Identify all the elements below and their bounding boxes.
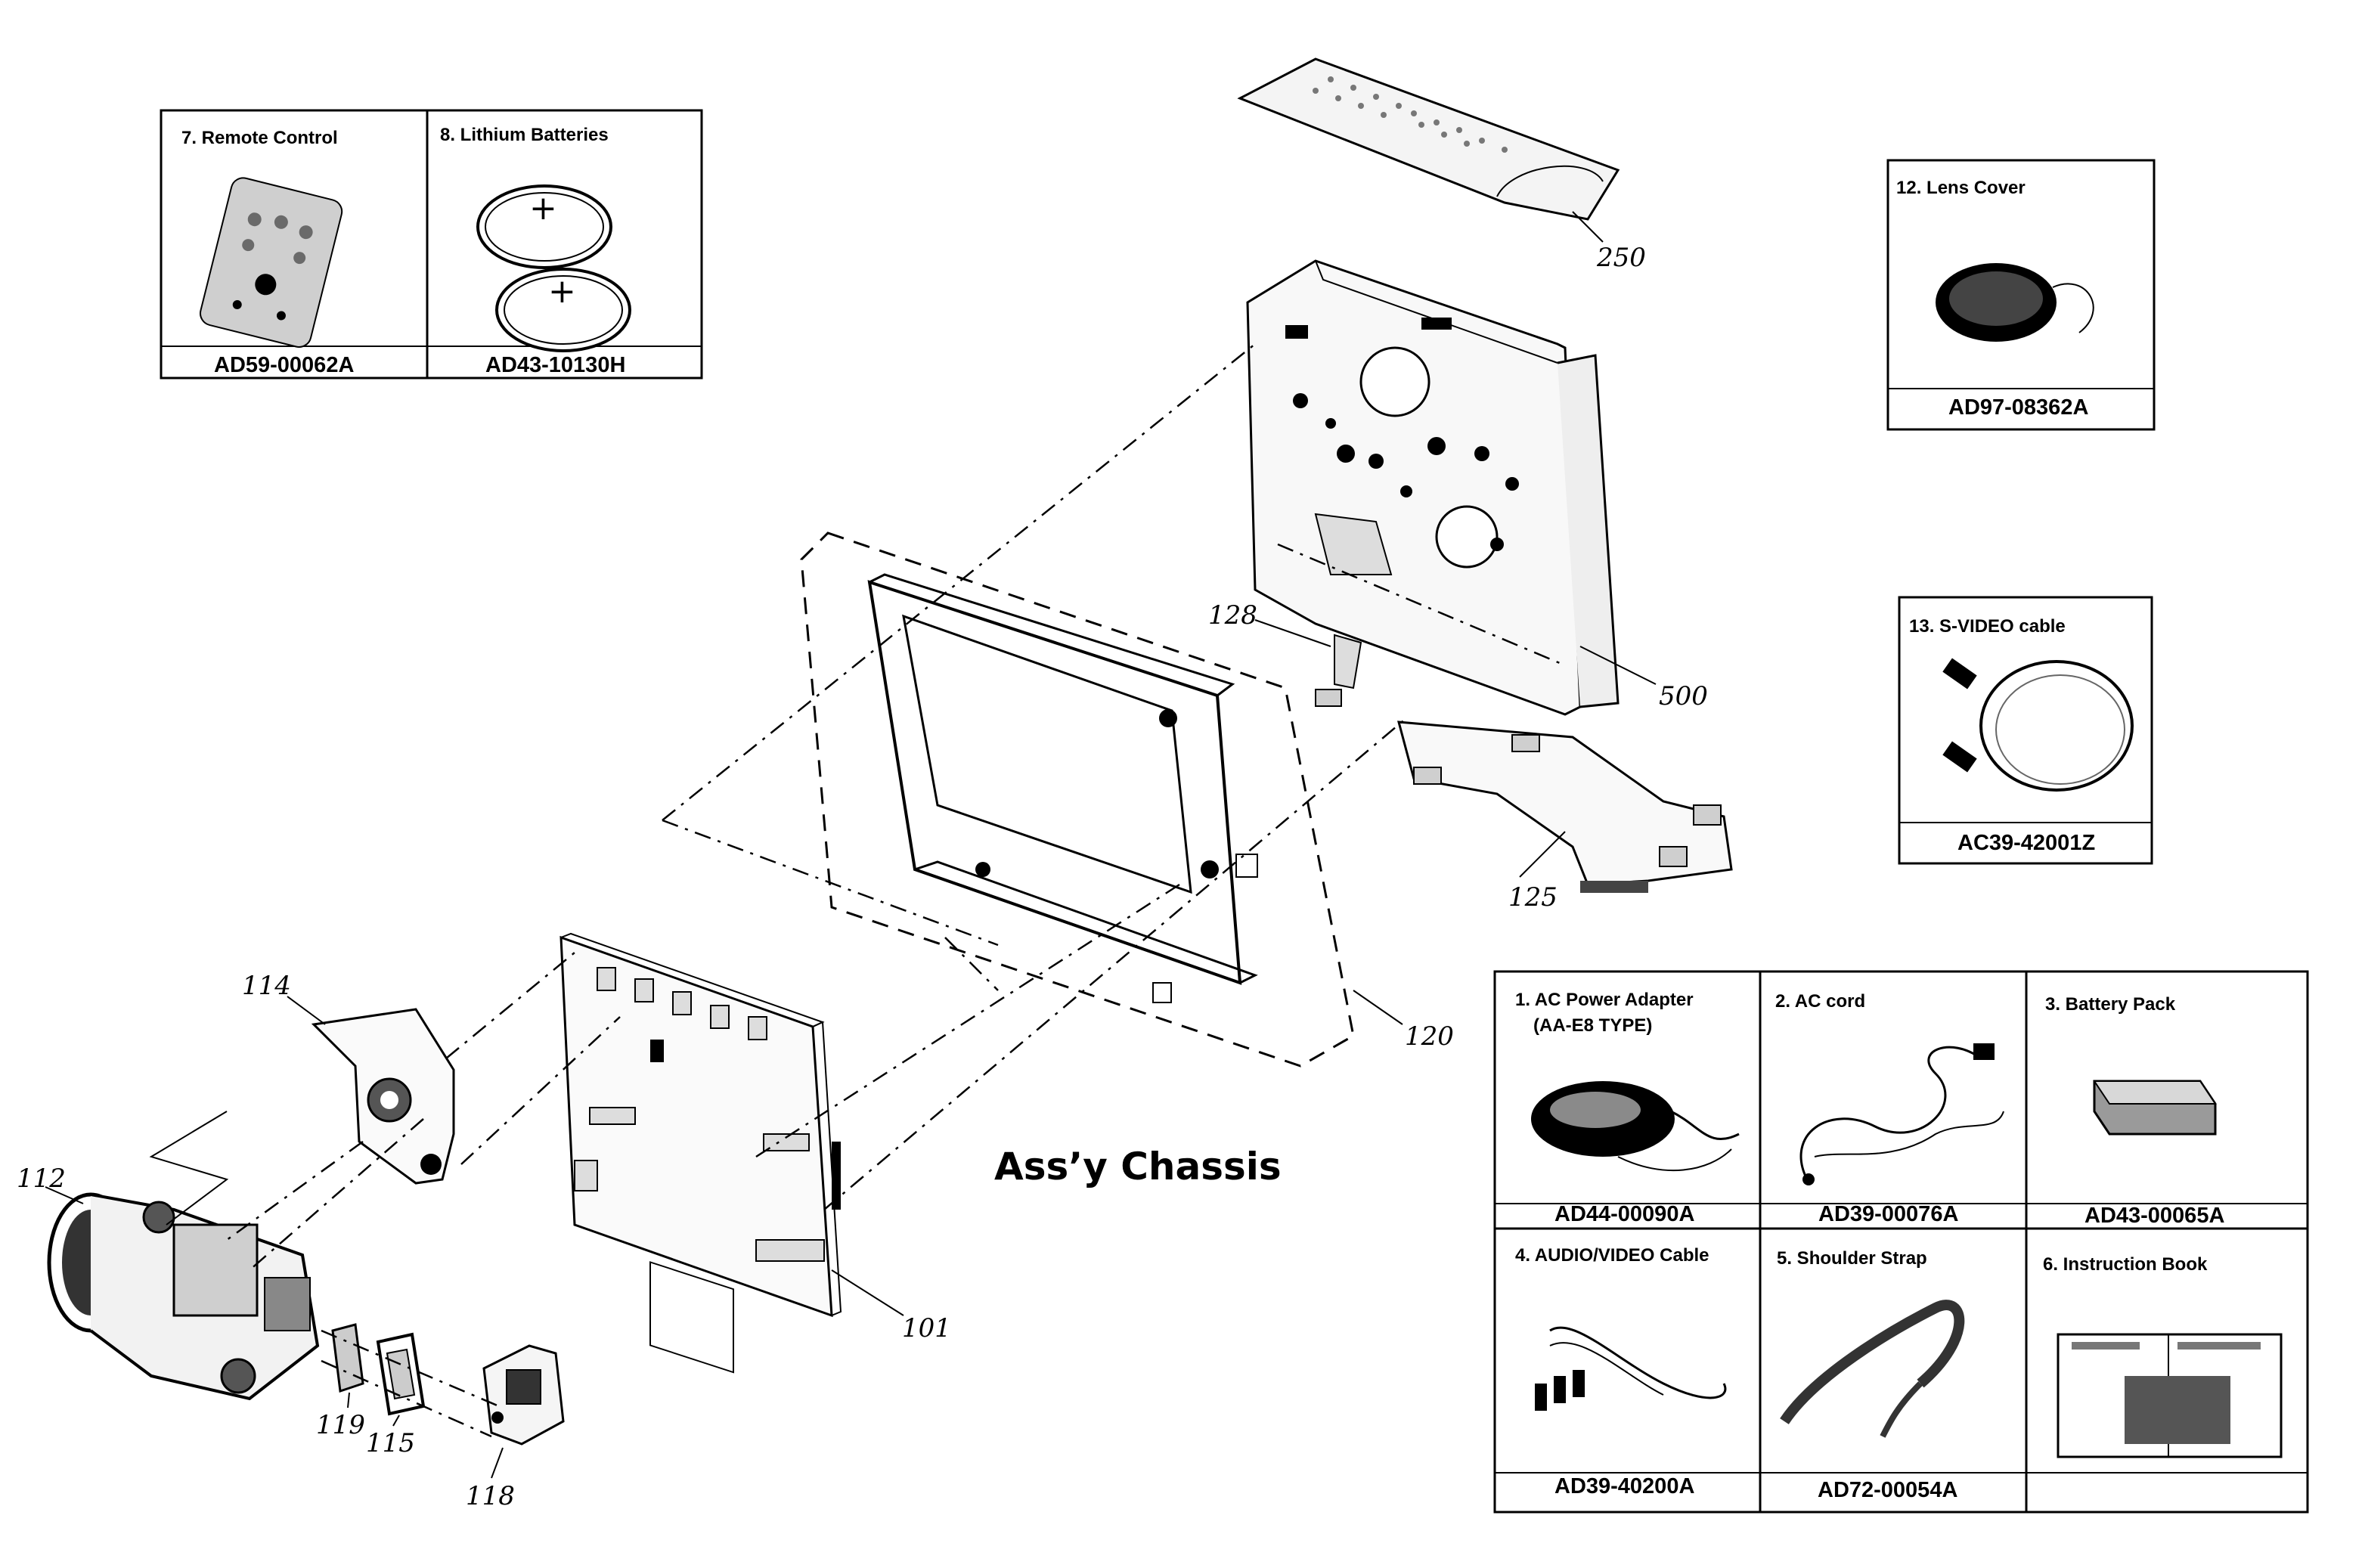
accessory-box-ac-cord: 2. AC cord AD39-00076A — [1775, 991, 2004, 1226]
box-title: 4. AUDIO/VIDEO Cable — [1515, 1245, 1709, 1266]
box-code: AC39-42001Z — [1957, 831, 2095, 855]
lithium-battery-icon: + + — [476, 184, 631, 352]
part-115-filter-holder: 115 — [366, 1332, 426, 1458]
box-code: AD72-00054A — [1818, 1478, 1957, 1502]
part-112-lens-assembly: 112 — [17, 1164, 320, 1401]
callout-119: 119 — [316, 1410, 365, 1440]
part-119-filter: 119 — [316, 1323, 365, 1440]
callout-114: 114 — [242, 971, 291, 1001]
svideo-cable-icon — [1942, 658, 2134, 792]
assembly-guide-lines — [149, 343, 1566, 1438]
part-128-flex-cable: 128 — [1208, 600, 1362, 707]
ac-adapter-icon — [1531, 1081, 1740, 1172]
accessory-box-battery-pack: 3. Battery Pack AD43-00065A — [2045, 994, 2224, 1228]
lens-cover-icon — [1936, 263, 2094, 342]
accessory-box-av-cable: 4. AUDIO/VIDEO Cable AD39-40200A — [1515, 1245, 1727, 1498]
accessory-box-instruction-book: 6. Instruction Book — [2043, 1254, 2283, 1458]
box-code: AD59-00062A — [214, 353, 354, 377]
part-118-ccd-assembly: 118 — [466, 1344, 565, 1511]
box-title: 1. AC Power Adapter — [1515, 990, 1694, 1010]
callout-250: 250 — [1596, 243, 1646, 273]
shoulder-strap-icon — [1780, 1300, 1965, 1438]
box-code: AD97-08362A — [1948, 395, 2088, 420]
accessory-box-remote-control: 7. Remote Control AD59-00062A — [160, 109, 429, 380]
callout-125: 125 — [1508, 882, 1558, 913]
part-500-deck-mechanism: 500 — [1246, 259, 1708, 716]
box-code: AD39-00076A — [1818, 1202, 1958, 1226]
battery-pack-icon — [2093, 1080, 2217, 1136]
instruction-book-icon — [2057, 1333, 2283, 1458]
remote-control-icon — [200, 177, 343, 348]
svg-text:+: + — [529, 189, 557, 228]
accessory-box-ac-adapter: 1. AC Power Adapter (AA-E8 TYPE) AD44-00… — [1515, 990, 1740, 1226]
box-title: 12. Lens Cover — [1896, 178, 2026, 198]
av-cable-icon — [1535, 1326, 1727, 1411]
callout-112: 112 — [17, 1164, 66, 1194]
box-title: 7. Remote Control — [181, 128, 338, 148]
svg-text:+: + — [548, 272, 576, 311]
box-code: AD44-00090A — [1554, 1202, 1694, 1226]
box-title: 2. AC cord — [1775, 991, 1865, 1012]
callout-101: 101 — [902, 1313, 951, 1343]
box-code: AD43-00065A — [2084, 1204, 2224, 1228]
accessory-box-lens-cover: 12. Lens Cover AD97-08362A — [1886, 159, 2156, 431]
box-title: 6. Instruction Book — [2043, 1254, 2208, 1275]
box-title: 8. Lithium Batteries — [440, 125, 609, 145]
accessory-box-shoulder-strap: 5. Shoulder Strap AD72-00054A — [1777, 1248, 1965, 1502]
box-subtitle: (AA-E8 TYPE) — [1533, 1015, 1652, 1036]
callout-128: 128 — [1208, 600, 1257, 631]
accessory-box-svideo-cable: 13. S-VIDEO cable AC39-42001Z — [1898, 596, 2153, 865]
box-title: 5. Shoulder Strap — [1777, 1248, 1927, 1269]
box-title: 3. Battery Pack — [2045, 994, 2176, 1015]
accessory-grid: 1. AC Power Adapter (AA-E8 TYPE) AD44-00… — [1493, 970, 2309, 1514]
callout-115: 115 — [366, 1428, 415, 1458]
part-250-top-cover: 250 — [1237, 57, 1646, 273]
box-code: AD43-10130H — [485, 353, 625, 377]
part-125-long-flex-cable: 125 — [1396, 720, 1733, 913]
callout-500: 500 — [1659, 681, 1708, 711]
part-114-bracket: 114 — [242, 971, 455, 1185]
box-title: 13. S-VIDEO cable — [1909, 616, 2066, 637]
callout-120: 120 — [1405, 1021, 1454, 1052]
callout-118: 118 — [466, 1481, 515, 1511]
box-code: AD39-40200A — [1554, 1474, 1694, 1498]
diagram-caption: Ass’y Chassis — [994, 1145, 1282, 1188]
part-101-main-board: 101 — [559, 932, 951, 1374]
part-120-chassis-frame: 120 — [800, 531, 1454, 1068]
accessory-box-lithium-batteries: 8. Lithium Batteries + + AD43-10130H — [426, 109, 703, 380]
ac-cord-icon — [1799, 1043, 2004, 1185]
